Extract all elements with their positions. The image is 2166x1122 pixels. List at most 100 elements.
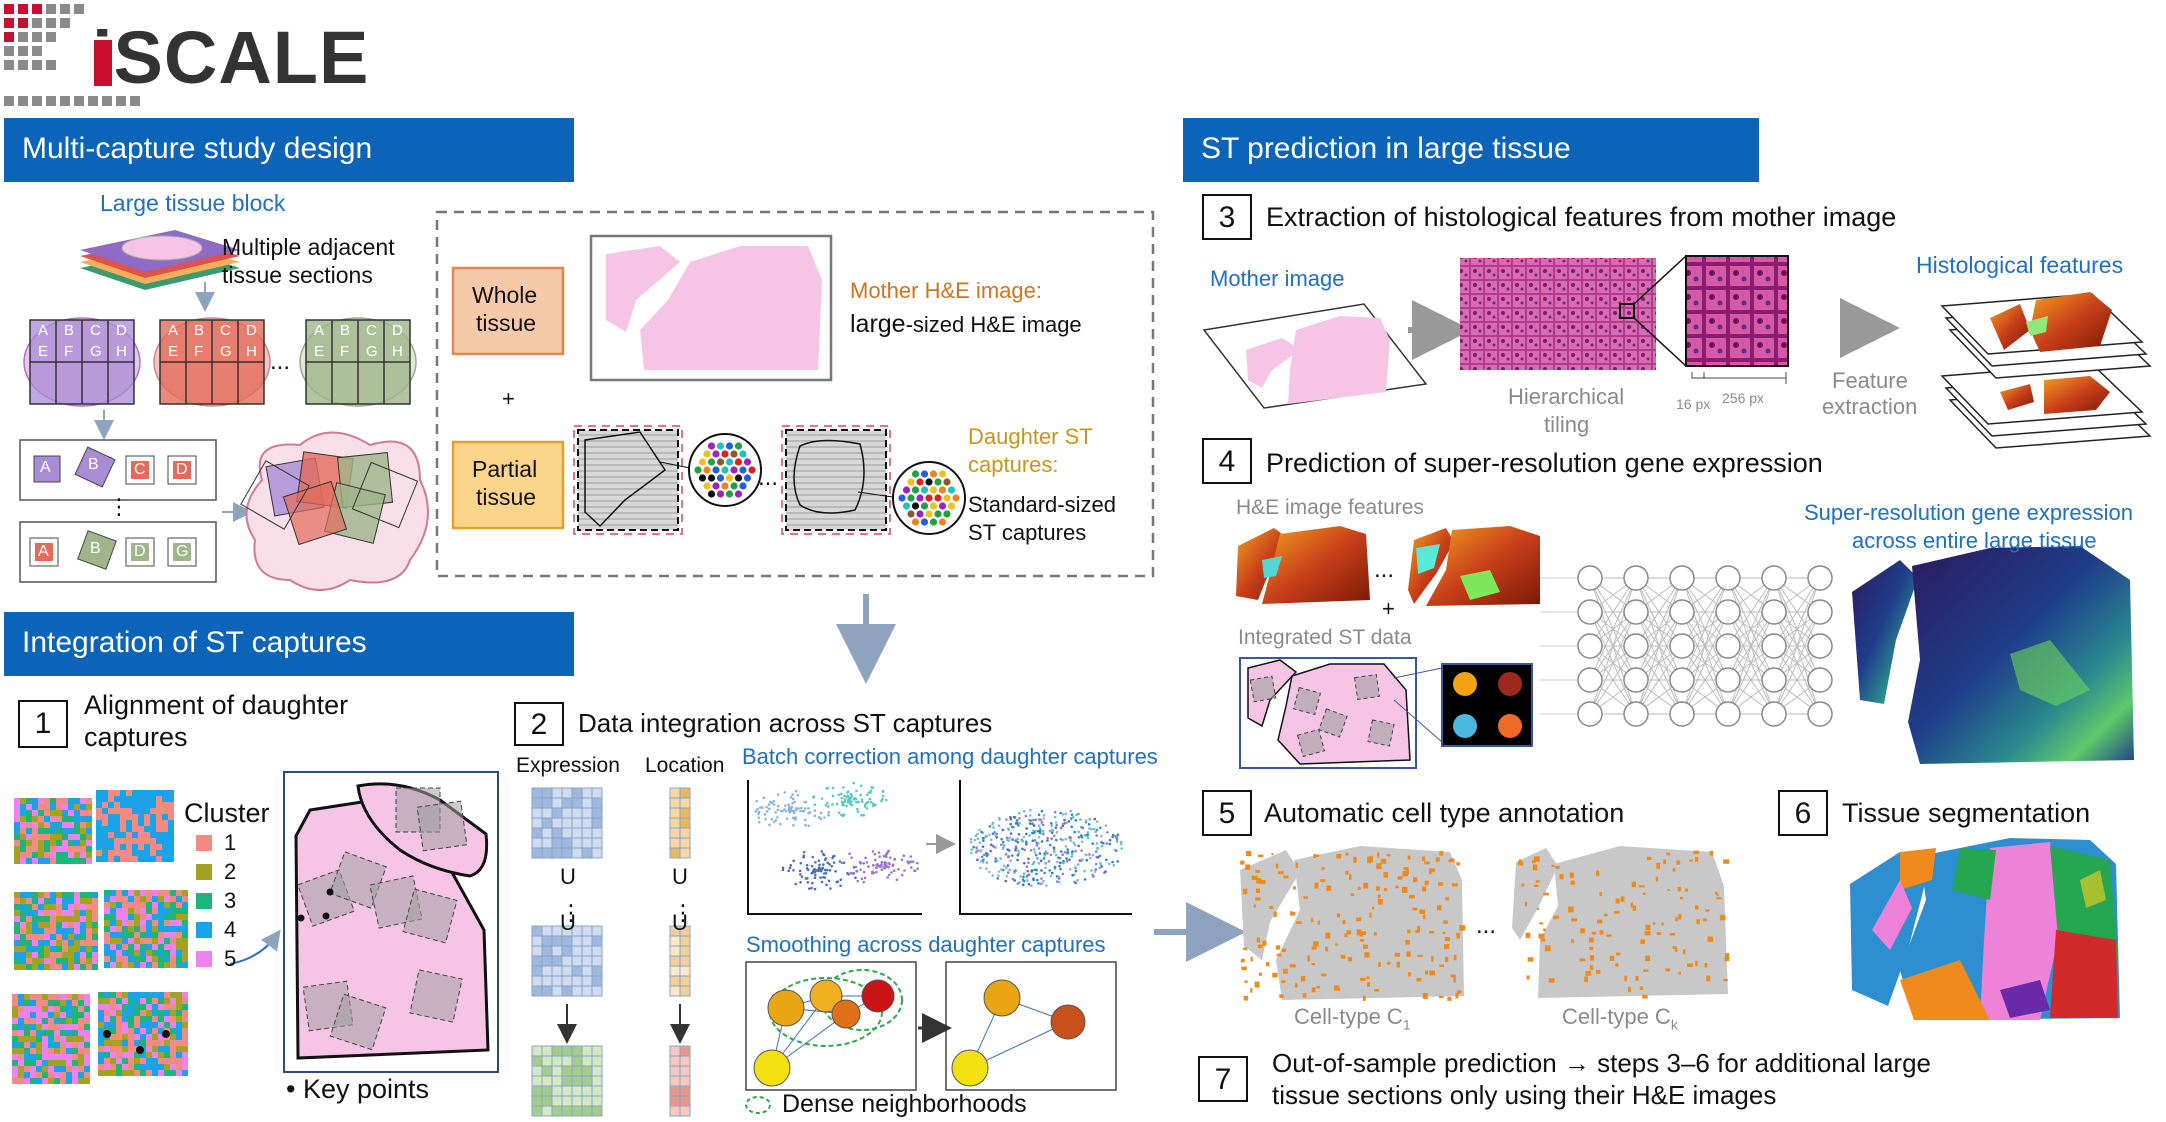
scatter-point	[1009, 815, 1012, 819]
grid-letter: D	[116, 322, 127, 339]
scatter-point	[799, 880, 802, 884]
scatter-point	[1042, 814, 1046, 817]
cluster-cell	[32, 798, 38, 804]
cluster-cell	[86, 898, 92, 904]
cluster-cell	[50, 916, 56, 922]
scatter-point	[1063, 818, 1066, 822]
capture-dot	[725, 474, 734, 482]
capture-dot	[907, 494, 915, 502]
scatter-point	[790, 805, 793, 809]
celltype-cell	[1724, 956, 1730, 962]
cluster-cell	[38, 964, 44, 970]
celltype-cell	[1570, 880, 1575, 885]
cluster-cell	[102, 796, 108, 802]
cluster-cell	[170, 1004, 176, 1010]
expression-cell	[581, 847, 593, 859]
scatter-point	[840, 796, 844, 800]
cluster-cell	[18, 1036, 24, 1042]
cluster-cell	[158, 914, 164, 920]
cluster-cell	[140, 1028, 146, 1034]
scatter-point	[1112, 863, 1116, 867]
scatter-point	[1070, 852, 1074, 856]
cluster-cell	[78, 1060, 84, 1066]
cluster-cell	[170, 950, 176, 956]
scatter-point	[823, 868, 827, 872]
location-cell	[679, 955, 691, 967]
cluster-cell	[72, 1066, 78, 1072]
cluster-cell	[158, 998, 164, 1004]
cluster-cell	[14, 816, 20, 822]
cluster-cell	[140, 956, 146, 962]
cluster-cell	[146, 1010, 152, 1016]
cluster-cell	[38, 922, 44, 928]
nn-edge	[1589, 577, 1637, 681]
scatter-point	[765, 805, 768, 809]
expression-cell	[581, 985, 593, 997]
cluster-cell	[20, 822, 26, 828]
scatter-point	[804, 877, 808, 880]
scatter-point	[1070, 855, 1073, 858]
scatter-point	[1070, 817, 1073, 820]
cluster-cell	[56, 904, 62, 910]
cluster-cell	[128, 914, 134, 920]
cluster-cell	[78, 1054, 84, 1060]
celltype-cell	[1656, 862, 1661, 869]
cluster-cell	[138, 808, 144, 814]
cluster-cell	[146, 938, 152, 944]
location-cell-integrated	[669, 1085, 681, 1097]
cluster-cell	[102, 844, 108, 850]
capture-dot	[916, 510, 924, 518]
cluster-cell	[176, 944, 182, 950]
cluster-cell	[84, 1072, 90, 1078]
cluster-legend-item: 5	[196, 946, 236, 972]
scatter-point	[1061, 813, 1065, 816]
scatter-point	[757, 816, 760, 819]
celltype-cell	[1647, 856, 1652, 861]
cluster-cell	[20, 828, 26, 834]
cluster-cell	[50, 840, 56, 846]
cluster-cell	[176, 1034, 182, 1040]
cluster-cell	[56, 946, 62, 952]
celltype-cell	[1676, 860, 1681, 865]
celltype-cell	[1377, 898, 1383, 905]
cluster-cell	[104, 926, 110, 932]
cluster-cell	[128, 950, 134, 956]
scatter-point	[791, 797, 795, 801]
cluster-cell	[74, 846, 80, 852]
cluster-cell	[86, 958, 92, 964]
cluster-cell	[78, 1048, 84, 1054]
celltype-cell	[1359, 933, 1363, 937]
cluster-cell	[116, 1004, 122, 1010]
cluster-cell	[134, 1028, 140, 1034]
scatter-point	[1111, 833, 1115, 837]
cluster-maps	[12, 790, 188, 1084]
cluster-cell	[30, 1060, 36, 1066]
capture-dot	[703, 466, 711, 474]
scatter-point	[888, 856, 892, 860]
cluster-cell	[110, 1028, 116, 1034]
cluster-cell	[80, 846, 86, 852]
expression-cell	[531, 847, 543, 859]
cluster-cell	[156, 832, 162, 838]
cluster-cell	[80, 892, 86, 898]
cluster-cell	[138, 838, 144, 844]
scatter-point	[1038, 852, 1042, 855]
cluster-cell	[56, 816, 62, 822]
scatter-point	[1001, 840, 1005, 844]
celltype-cell	[1333, 985, 1340, 989]
cluster-cell	[128, 1064, 134, 1070]
cluster-cell	[84, 1042, 90, 1048]
cluster-cell	[170, 902, 176, 908]
scatter-point	[805, 867, 809, 870]
expression-cell	[581, 817, 593, 829]
cluster-cell	[74, 858, 80, 864]
cluster-cell	[62, 916, 68, 922]
cluster-cell	[30, 1066, 36, 1072]
scatter-point	[1055, 875, 1059, 878]
cluster-cell	[60, 1024, 66, 1030]
tissue-segmentation-map	[1850, 838, 2120, 1020]
expression-cell-integrated	[531, 1065, 543, 1077]
cluster-cell	[138, 796, 144, 802]
cluster-cell	[80, 816, 86, 822]
scatter-point	[769, 800, 772, 804]
